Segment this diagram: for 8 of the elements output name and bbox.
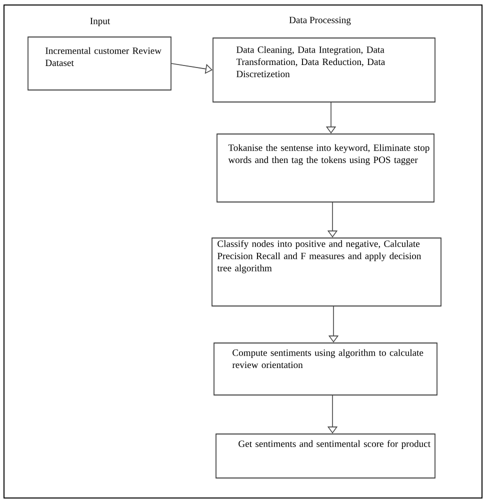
process-box: Data Cleaning, Data Integration, Data Transformation, Data Reduction, Data Discretizetion — [212, 38, 436, 102]
process-box: Compute sentiments using algorithm to calculate review orientation — [214, 342, 438, 396]
process-box: Incremental customer Review Dataset — [28, 36, 172, 90]
process-box: Get sentiments and sentimental score for product — [216, 434, 436, 478]
process-box: Classify nodes into positive and negative, Calculate Precision Recall and F measures and apply decision tree algorithm — [212, 238, 442, 306]
column-heading: Data Processing — [289, 16, 351, 26]
process-box: Tokanise the sentense into keyword, Eliminate stop words and then tag the tokens using POS tagger — [216, 134, 434, 202]
column-heading: Input — [90, 18, 110, 26]
